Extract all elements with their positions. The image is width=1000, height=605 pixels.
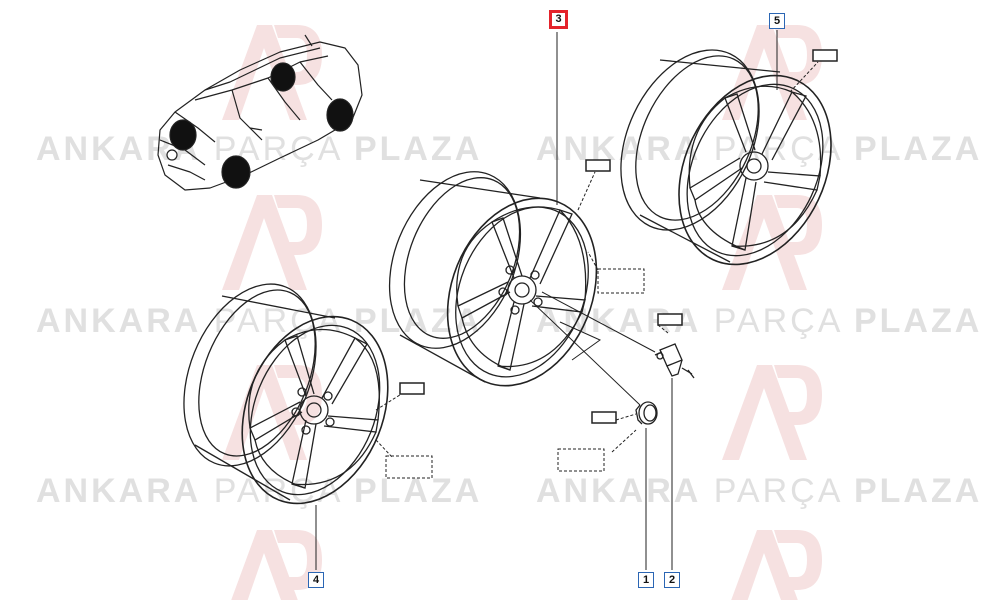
callout-3[interactable]: 3 bbox=[549, 10, 568, 29]
car-location-icon bbox=[157, 34, 363, 191]
watermark-text: ANKARA PARÇA PLAZA ANKARA PARÇA PLAZA AN… bbox=[36, 130, 982, 510]
watermark-row: ANKARA PARÇA PLAZA bbox=[36, 472, 482, 510]
watermark-logo-icon bbox=[722, 365, 822, 460]
callout-2[interactable]: 2 bbox=[664, 572, 680, 588]
label-tags bbox=[399, 49, 838, 424]
watermark-row: ANKARA PARÇA PLAZA bbox=[536, 472, 982, 510]
callout-5[interactable]: 5 bbox=[769, 13, 785, 29]
watermark-row: ANKARA PARÇA PLAZA bbox=[36, 130, 482, 168]
alloy-wheel-icon bbox=[183, 283, 389, 505]
alloy-wheel-icon bbox=[620, 49, 832, 266]
watermark-logo-icon bbox=[722, 195, 822, 290]
watermark-logo-icon bbox=[729, 530, 822, 605]
watermark-logo-icon bbox=[222, 25, 322, 120]
callout-4[interactable]: 4 bbox=[308, 572, 324, 588]
center-cap-icon bbox=[635, 401, 658, 425]
watermark-row: ANKARA PARÇA PLAZA bbox=[536, 302, 982, 340]
watermark-logo-icon bbox=[722, 25, 822, 120]
watermark-row: ANKARA PARÇA PLAZA bbox=[36, 302, 482, 340]
reference-markers bbox=[375, 61, 819, 479]
watermark-logo-icon bbox=[229, 530, 322, 605]
watermark-logo-icon bbox=[222, 195, 322, 290]
leader-lines bbox=[315, 30, 778, 570]
watermark-logos bbox=[222, 25, 822, 605]
alloy-wheel-icon bbox=[388, 171, 598, 387]
valve-icon bbox=[654, 343, 695, 379]
callout-1[interactable]: 1 bbox=[638, 572, 654, 588]
